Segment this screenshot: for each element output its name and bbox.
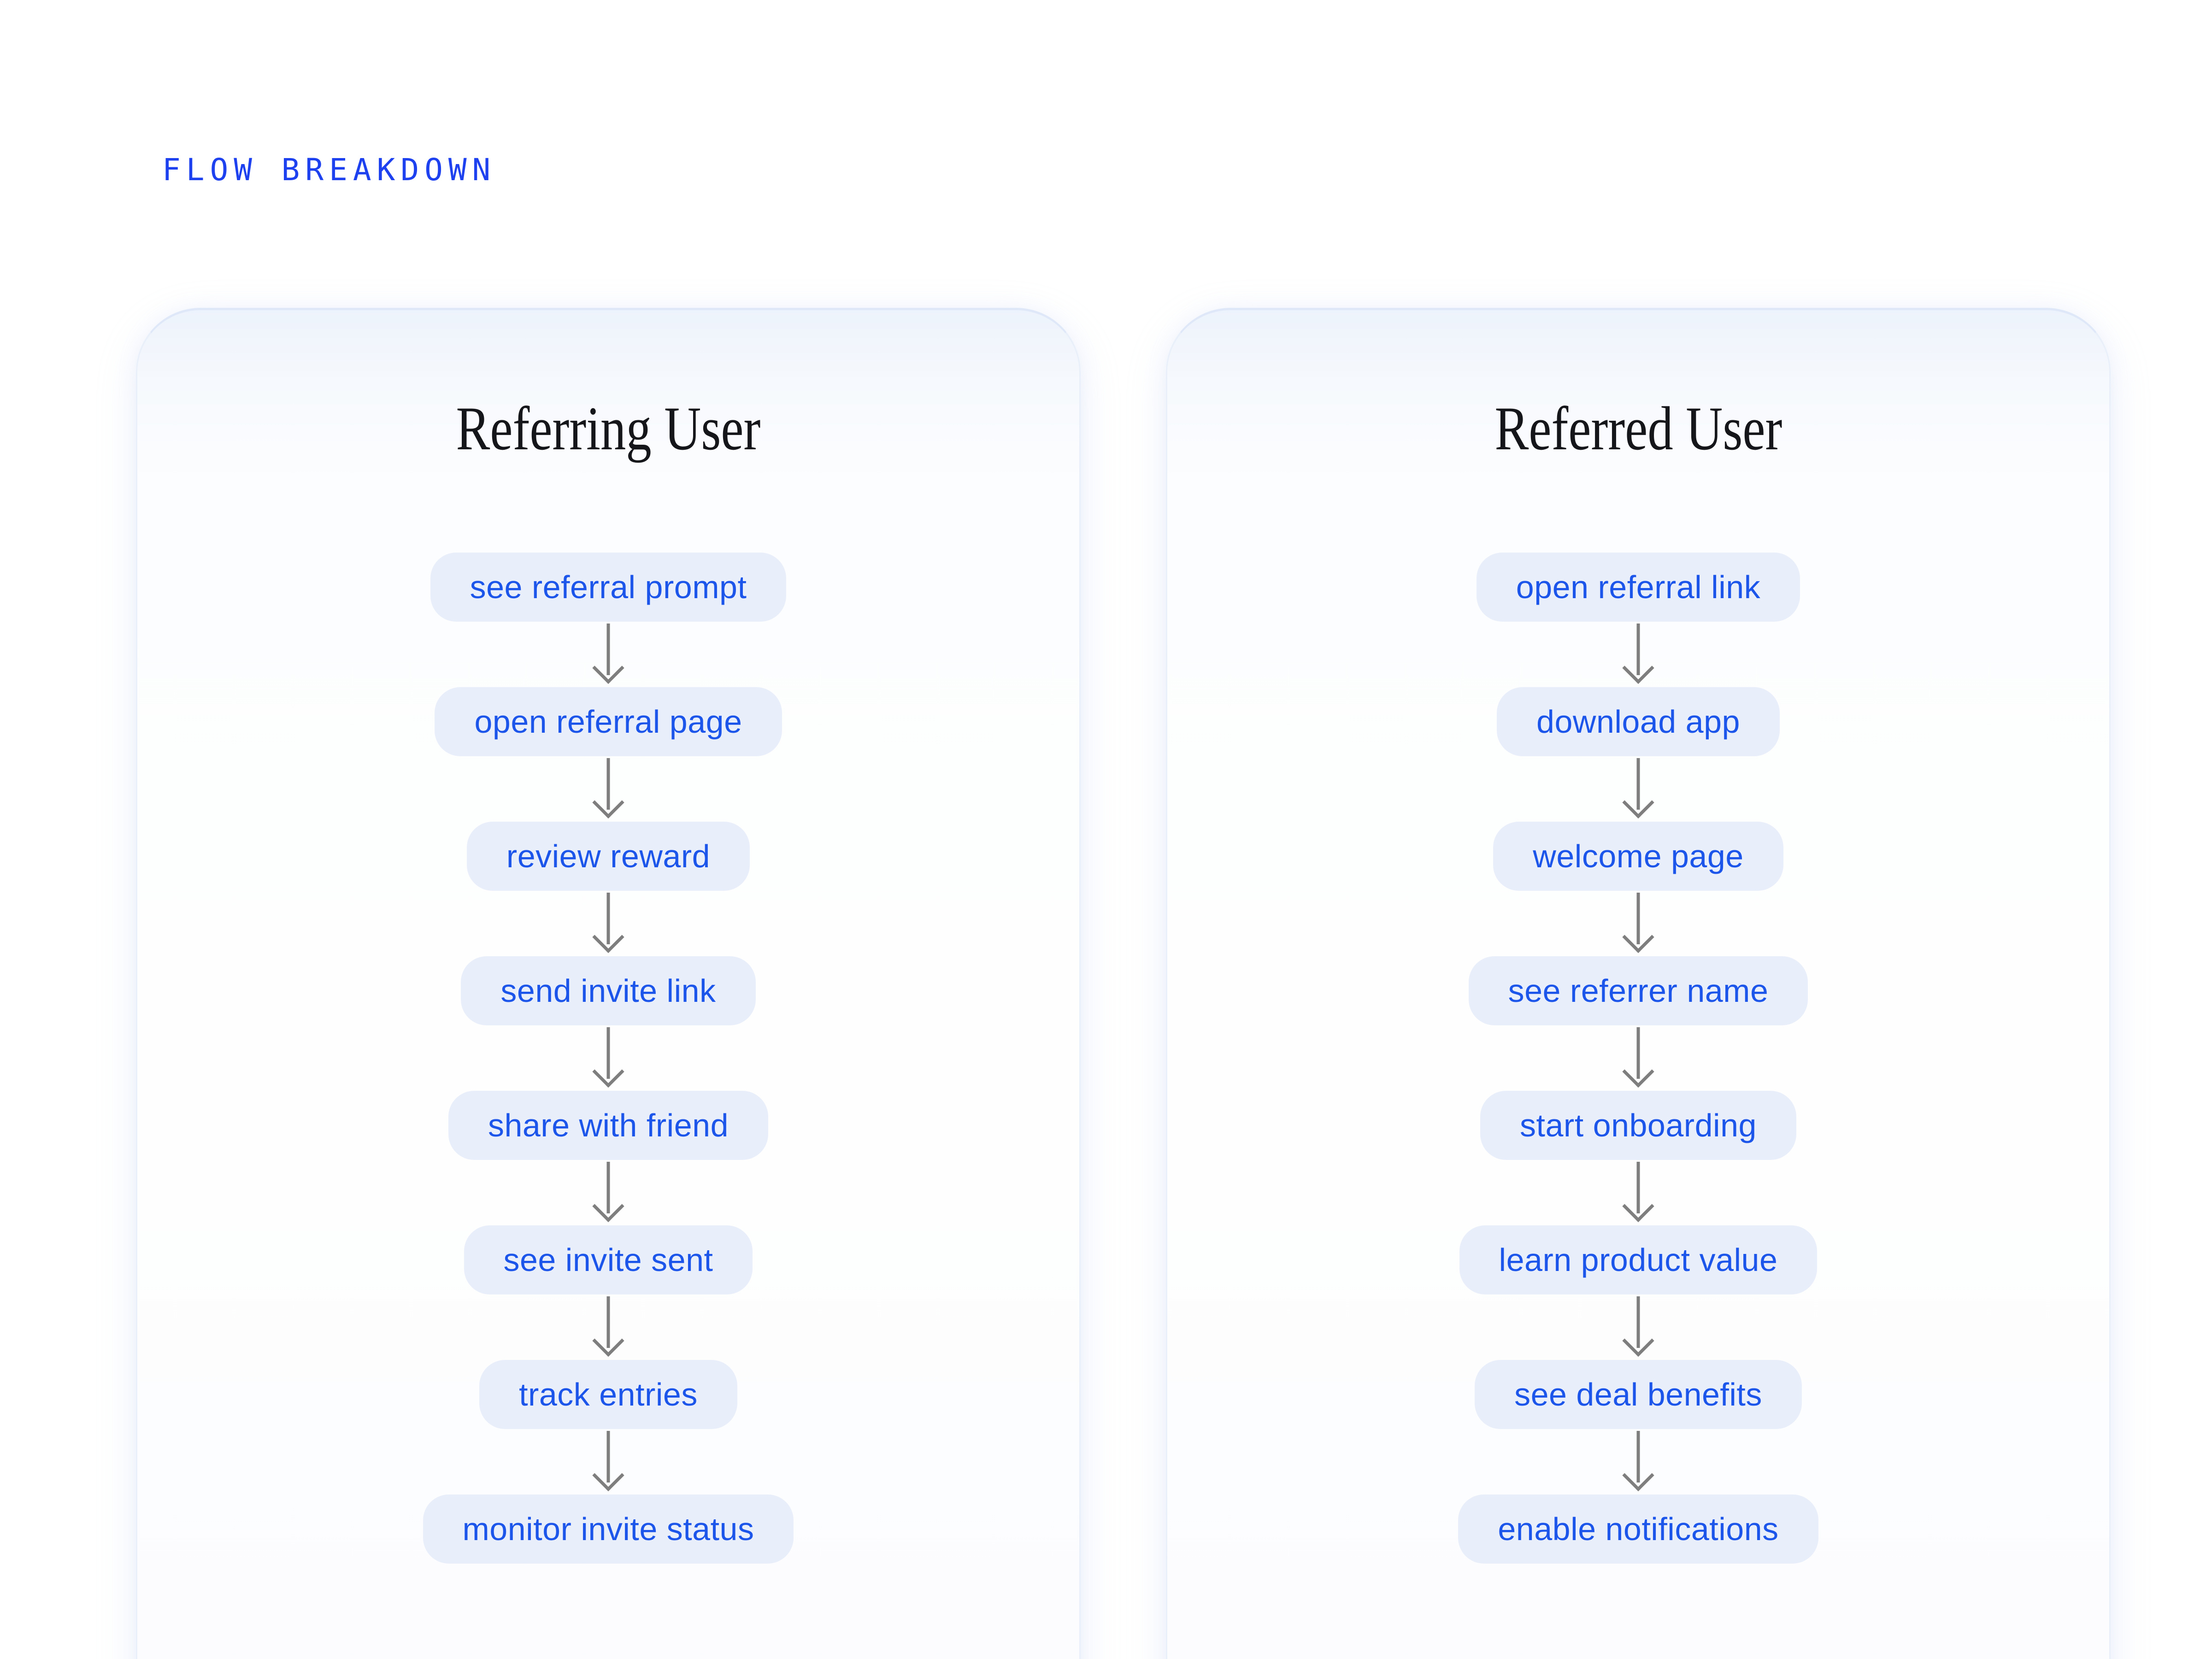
flow-step-chip: review reward: [466, 822, 750, 891]
down-arrow-icon: [588, 756, 629, 822]
down-arrow-icon: [588, 1160, 629, 1225]
referred-user-card: Referred User open referral link downloa…: [1166, 308, 2111, 1659]
flow-step-chip: learn product value: [1459, 1225, 1818, 1294]
flow-step-chip: open referral page: [435, 687, 782, 756]
referring-user-title: Referring User: [423, 392, 794, 466]
flow-step-chip: open referral link: [1476, 553, 1800, 622]
flow-step-chip: monitor invite status: [423, 1494, 794, 1564]
down-arrow-icon: [588, 1294, 629, 1360]
referred-user-flow: open referral link download app welcome …: [1458, 553, 1818, 1564]
down-arrow-icon: [588, 622, 629, 687]
flow-step-chip: see referral prompt: [430, 553, 787, 622]
down-arrow-icon: [1618, 1025, 1659, 1091]
down-arrow-icon: [1618, 1294, 1659, 1360]
referring-user-flow: see referral prompt open referral page r…: [423, 553, 794, 1564]
referred-user-title-text: Referred User: [1494, 394, 1782, 463]
flow-step-chip: share with friend: [448, 1091, 769, 1160]
flow-step-chip: download app: [1497, 687, 1780, 756]
down-arrow-icon: [1618, 891, 1659, 956]
flow-step-chip: welcome page: [1493, 822, 1783, 891]
down-arrow-icon: [588, 891, 629, 956]
flow-step-chip: enable notifications: [1458, 1494, 1818, 1564]
referring-user-card: Referring User see referral prompt open …: [136, 308, 1081, 1659]
referring-user-title-text: Referring User: [456, 394, 761, 463]
flow-step-chip: see invite sent: [464, 1225, 753, 1294]
down-arrow-icon: [1618, 622, 1659, 687]
flow-step-chip: track entries: [479, 1360, 737, 1429]
down-arrow-icon: [1618, 756, 1659, 822]
down-arrow-icon: [1618, 1429, 1659, 1494]
flow-step-chip: see referrer name: [1468, 956, 1808, 1025]
flow-step-chip: start onboarding: [1480, 1091, 1796, 1160]
down-arrow-icon: [588, 1025, 629, 1091]
down-arrow-icon: [1618, 1160, 1659, 1225]
flow-step-chip: see deal benefits: [1475, 1360, 1802, 1429]
section-label: FLOW BREAKDOWN: [162, 152, 496, 188]
down-arrow-icon: [588, 1429, 629, 1494]
referred-user-title: Referred User: [1463, 392, 1814, 466]
flow-step-chip: send invite link: [461, 956, 756, 1025]
